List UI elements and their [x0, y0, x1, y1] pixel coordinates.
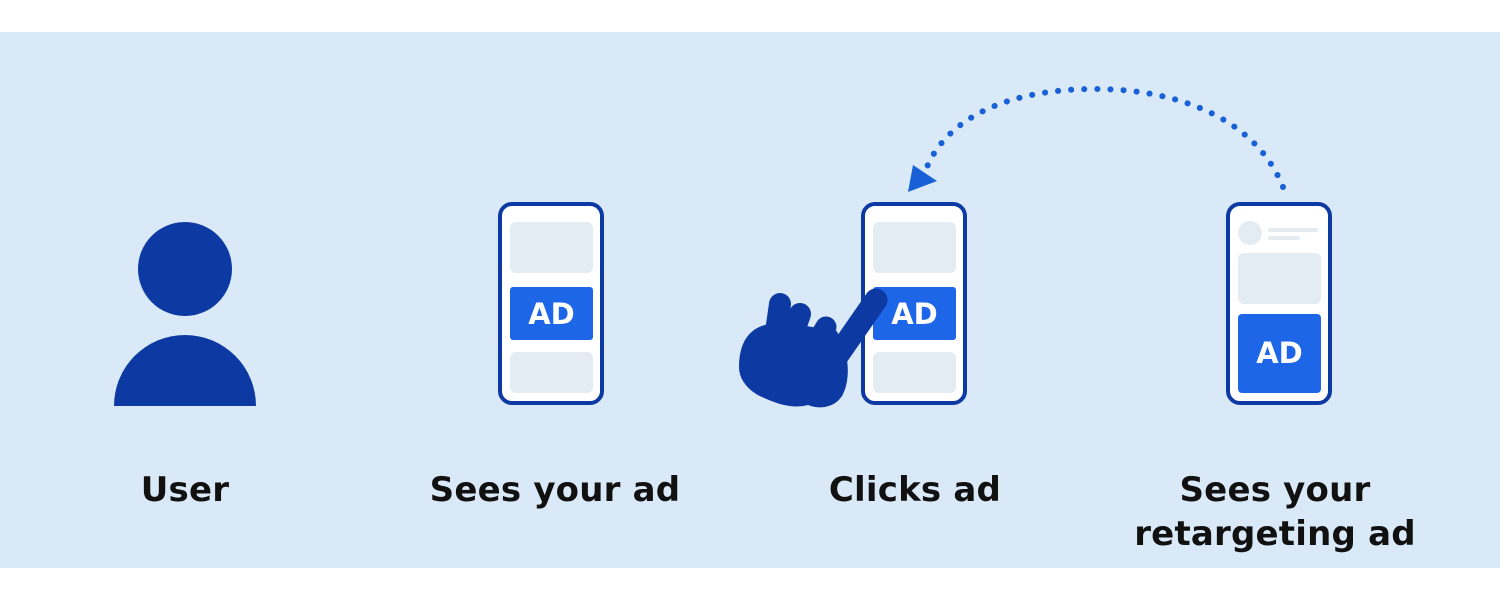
feed-card — [1238, 253, 1321, 304]
hand-pointer-icon — [739, 288, 888, 408]
feed-card — [873, 352, 956, 393]
ad-label: AD — [528, 297, 575, 331]
user-icon — [114, 222, 256, 406]
caption-clicks-ad: Clicks ad — [828, 470, 1002, 510]
ad-label: AD — [891, 297, 938, 331]
avatar — [1238, 221, 1262, 245]
caption-user: User — [140, 470, 230, 510]
feed-card — [510, 222, 593, 273]
ad-banner: AD — [873, 287, 956, 340]
arrowhead-icon — [908, 165, 937, 192]
ad-banner: AD — [1238, 314, 1321, 393]
feed-card — [510, 352, 593, 393]
diagram-panel: AD AD — [0, 32, 1500, 568]
ad-banner: AD — [510, 287, 593, 340]
ad-label: AD — [1256, 336, 1303, 370]
feed-card — [873, 222, 956, 273]
phone-icon-sees-ad: AD — [498, 202, 604, 405]
caption-sees-ad: Sees your ad — [429, 470, 681, 510]
diagram-art: AD AD — [0, 32, 1500, 568]
phone-icon-clicks-ad: AD — [861, 202, 967, 405]
caption-retargeting-ad: Sees your retargeting ad — [1134, 470, 1416, 554]
phone-icon-retargeting: AD — [1226, 202, 1332, 405]
return-arrow — [908, 85, 1286, 192]
